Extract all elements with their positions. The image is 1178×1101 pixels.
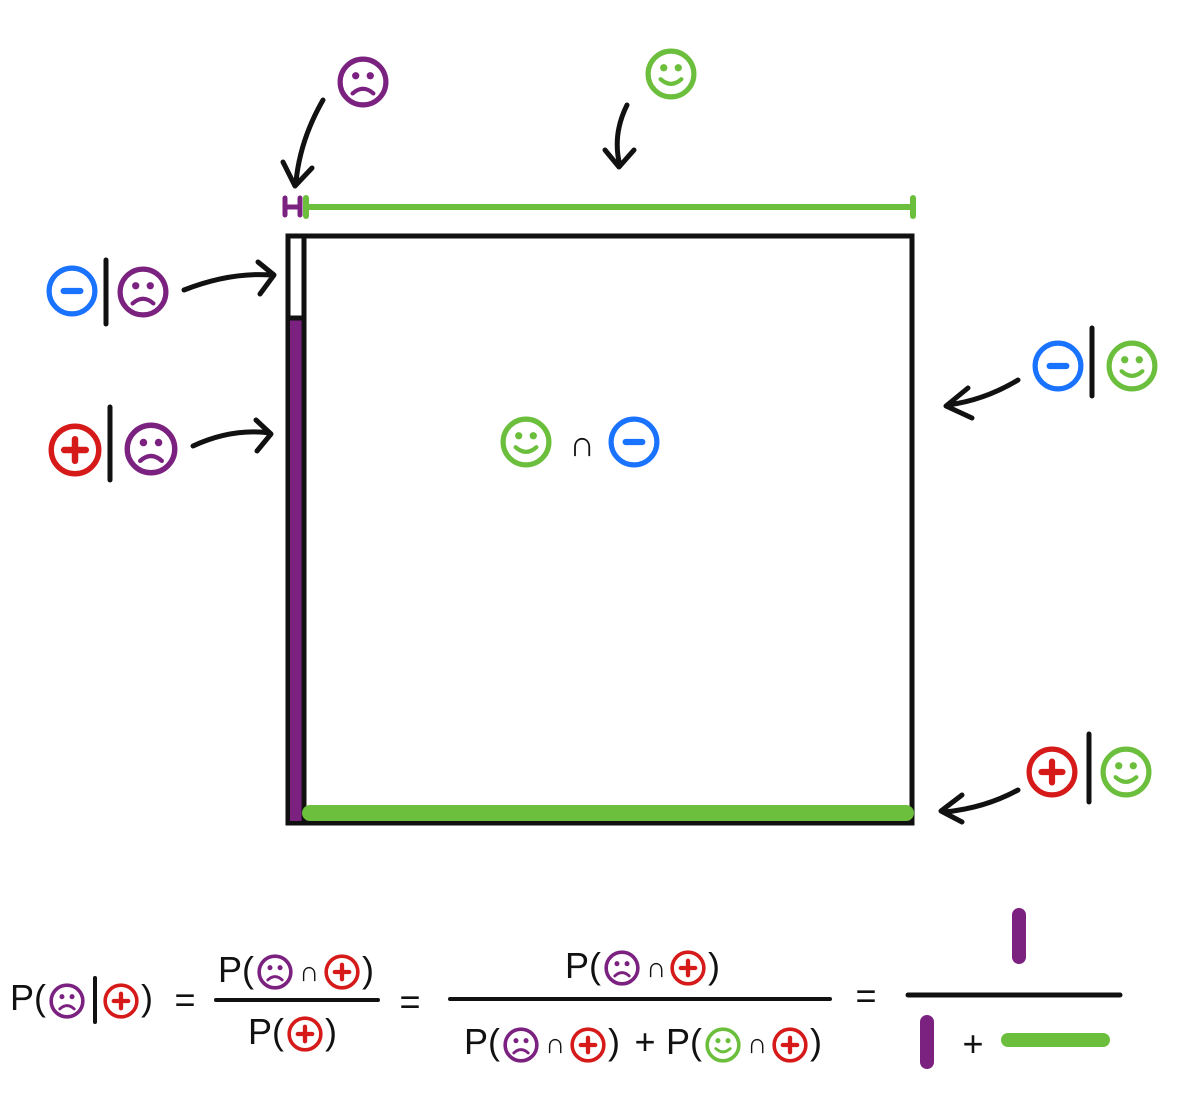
plus-circle-icon — [51, 426, 99, 474]
happy-face-icon — [705, 1027, 741, 1063]
p-open: P( — [666, 1021, 702, 1062]
arrow — [181, 259, 277, 297]
p-open: P( — [10, 977, 46, 1018]
bayes-formula: P( ) = P( ∩ ) P( ) = P( ∩ ) P( ∩ ) + P( … — [10, 908, 1123, 1069]
happy-face-icon — [1103, 749, 1149, 795]
plus-circle-icon — [572, 1029, 604, 1061]
equals-sign: = — [855, 975, 876, 1016]
p-open: P( — [218, 949, 254, 990]
intersection-symbol: ∩ — [747, 1028, 767, 1059]
label-positive-given-happy — [938, 731, 1149, 825]
plus-circle-icon — [672, 952, 704, 984]
sad-face-icon — [257, 954, 293, 990]
p-close: ) — [608, 1021, 620, 1062]
happy-width-bar — [303, 195, 916, 219]
minus-circle-icon — [1035, 343, 1081, 389]
p-close: ) — [362, 949, 374, 990]
arrow — [943, 377, 1021, 421]
plus-sign: + — [962, 1023, 983, 1064]
sad-face-icon — [120, 269, 166, 315]
sad-width-bar — [282, 195, 303, 218]
plus-circle-icon — [1029, 749, 1075, 795]
p-open: P( — [248, 1011, 284, 1052]
equals-sign: = — [399, 981, 420, 1022]
sad-positive-region — [290, 318, 302, 821]
arrow — [280, 97, 326, 189]
happy-face-icon — [1109, 343, 1155, 389]
plus-sign: + — [634, 1021, 655, 1062]
label-happy-and-negative: ∩ — [503, 419, 657, 465]
minus-circle-icon — [49, 268, 95, 314]
sad-face-icon — [49, 983, 85, 1019]
label-negative-given-sad — [49, 257, 277, 327]
p-close: ) — [810, 1021, 822, 1062]
plus-circle-icon — [326, 956, 358, 988]
p-open: P( — [464, 1021, 500, 1062]
sad-face-icon — [503, 1027, 539, 1063]
plus-circle-icon — [289, 1018, 321, 1050]
arrow — [602, 102, 637, 170]
p-close: ) — [708, 945, 720, 986]
sad-face-icon — [340, 59, 386, 105]
happy-face-icon — [648, 51, 694, 97]
label-positive-given-sad — [51, 404, 274, 483]
arrow — [190, 417, 274, 454]
label-negative-given-happy — [943, 325, 1155, 421]
p-open: P( — [565, 945, 601, 986]
p-close: ) — [141, 977, 153, 1018]
p-close: ) — [325, 1011, 337, 1052]
minus-circle-icon — [611, 419, 657, 465]
plus-circle-icon — [105, 985, 137, 1017]
happy-face-icon — [503, 419, 549, 465]
intersection-symbol: ∩ — [646, 952, 666, 983]
plus-circle-icon — [774, 1029, 806, 1061]
intersection-symbol: ∩ — [299, 956, 319, 987]
intersection-symbol: ∩ — [569, 423, 595, 464]
sad-face-icon — [127, 425, 175, 473]
arrow — [938, 787, 1021, 825]
sad-face-icon — [604, 950, 640, 986]
equals-sign: = — [174, 979, 195, 1020]
happy-column — [301, 233, 915, 826]
intersection-symbol: ∩ — [545, 1028, 565, 1059]
